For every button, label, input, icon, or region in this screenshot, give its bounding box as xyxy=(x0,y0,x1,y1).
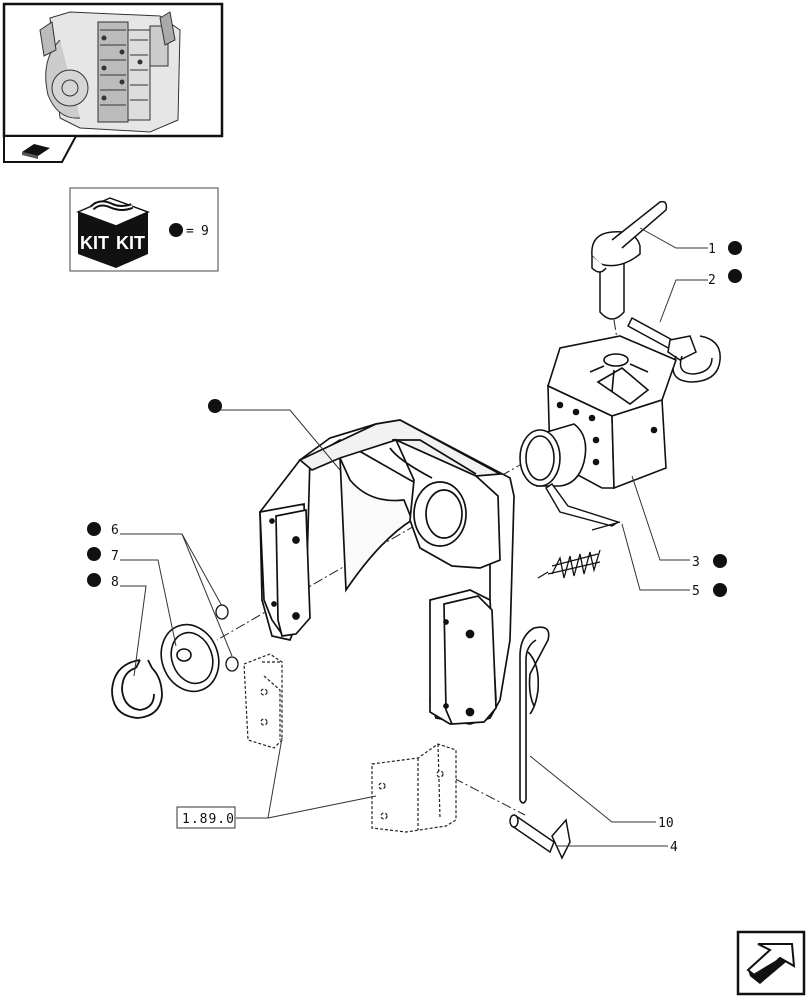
callout-4[interactable]: 4 xyxy=(670,840,678,855)
reference-box[interactable]: 1.89.0 xyxy=(176,806,236,829)
spring-cotter-pin[interactable] xyxy=(519,626,550,804)
book-tab[interactable] xyxy=(3,135,78,163)
callout-10[interactable]: 10 xyxy=(658,816,674,831)
filled-dot-icon xyxy=(169,223,183,237)
reference-box-label: 1.89.0 xyxy=(182,812,235,827)
kit-marker-2 xyxy=(728,269,742,283)
callout-7[interactable]: 7 xyxy=(111,549,119,564)
kit-marker-1 xyxy=(728,241,742,255)
kit-label-left: KIT xyxy=(80,233,109,253)
callout-2[interactable]: 2 xyxy=(708,273,716,288)
kit-legend: KIT KIT = 9 xyxy=(69,187,219,272)
assembly-thumbnail[interactable] xyxy=(2,2,224,138)
kit-marker-8 xyxy=(87,573,101,587)
grease-nipples[interactable] xyxy=(215,604,239,672)
kit-equals: = xyxy=(186,224,194,239)
callout-5[interactable]: 5 xyxy=(692,584,700,599)
leader-lines xyxy=(120,227,708,847)
release-lever[interactable] xyxy=(545,483,621,531)
kit-label-right: KIT xyxy=(116,233,145,253)
reference-bracket-large[interactable] xyxy=(371,743,457,833)
kit-marker-5 xyxy=(713,583,727,597)
snap-ring[interactable] xyxy=(111,659,163,719)
clevis-pin[interactable] xyxy=(509,814,571,860)
callout-3[interactable]: 3 xyxy=(692,555,700,570)
reference-bracket-small[interactable] xyxy=(243,653,283,749)
callout-6[interactable]: 6 xyxy=(111,523,119,538)
hitch-hook-body[interactable] xyxy=(519,335,678,490)
book-icon xyxy=(22,144,50,159)
locking-pin[interactable] xyxy=(591,200,668,320)
callout-1[interactable]: 1 xyxy=(708,242,716,257)
bushing-ring[interactable] xyxy=(152,616,228,699)
clevis-bracket[interactable] xyxy=(259,419,515,725)
spring[interactable] xyxy=(537,549,601,579)
r-clip-pin[interactable] xyxy=(627,316,721,383)
callouts: 1 2 3 5 6 7 8 10 4 xyxy=(87,241,742,855)
kit-marker-bracket xyxy=(208,399,222,413)
kit-marker-7 xyxy=(87,547,101,561)
kit-count: 9 xyxy=(201,224,209,239)
callout-8[interactable]: 8 xyxy=(111,575,119,590)
next-page-button[interactable] xyxy=(736,930,806,996)
next-page-arrow-icon xyxy=(746,943,796,984)
kit-marker-6 xyxy=(87,522,101,536)
kit-box-icon: KIT KIT xyxy=(75,197,151,268)
kit-marker-3 xyxy=(713,554,727,568)
